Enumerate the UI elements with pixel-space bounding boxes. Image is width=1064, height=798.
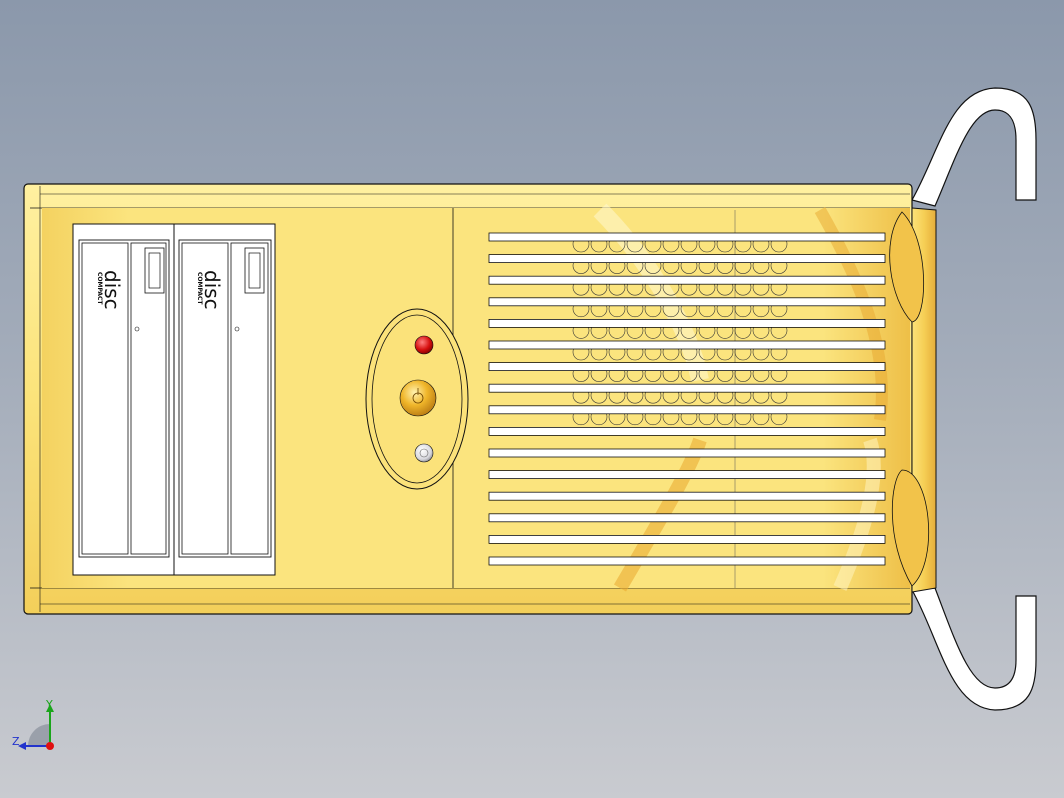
vent-slot [488, 297, 886, 307]
drive-bay-2[interactable]: COMPACT disc [178, 239, 272, 558]
eject-button-icon[interactable] [244, 247, 265, 294]
vent-slot [488, 535, 886, 544]
vent-slot [488, 470, 886, 480]
hdd-led-icon [414, 443, 434, 463]
vent-slot [488, 318, 886, 328]
power-button-icon[interactable] [399, 379, 437, 417]
bottom-handle [911, 587, 1037, 711]
vent-slot [488, 556, 886, 566]
vent-slot [488, 275, 886, 285]
vent-grille [488, 232, 886, 566]
drive-bay-1[interactable]: COMPACT disc [78, 239, 170, 558]
vent-slot [488, 340, 886, 350]
brand-main-label: disc [200, 270, 224, 310]
vent-slot [488, 383, 886, 393]
top-handle [911, 87, 1037, 207]
eject-button-icon[interactable] [144, 247, 165, 294]
vent-slot [488, 513, 886, 523]
vent-slot [488, 491, 886, 501]
brand-top-label: COMPACT [196, 272, 203, 305]
brand-main-label: disc [100, 270, 124, 310]
vent-slot [488, 362, 886, 372]
brand-top-label: COMPACT [96, 272, 103, 305]
vent-slot [488, 426, 886, 436]
axis-y-label: Y [46, 698, 53, 711]
control-panel [365, 308, 469, 490]
vent-slot [488, 232, 886, 242]
power-led-icon [414, 335, 434, 355]
axis-triad-icon [18, 704, 54, 750]
vent-slot [488, 405, 886, 415]
vent-slot [488, 448, 886, 458]
vent-slot [488, 254, 886, 264]
axis-z-label: Z [12, 735, 20, 748]
